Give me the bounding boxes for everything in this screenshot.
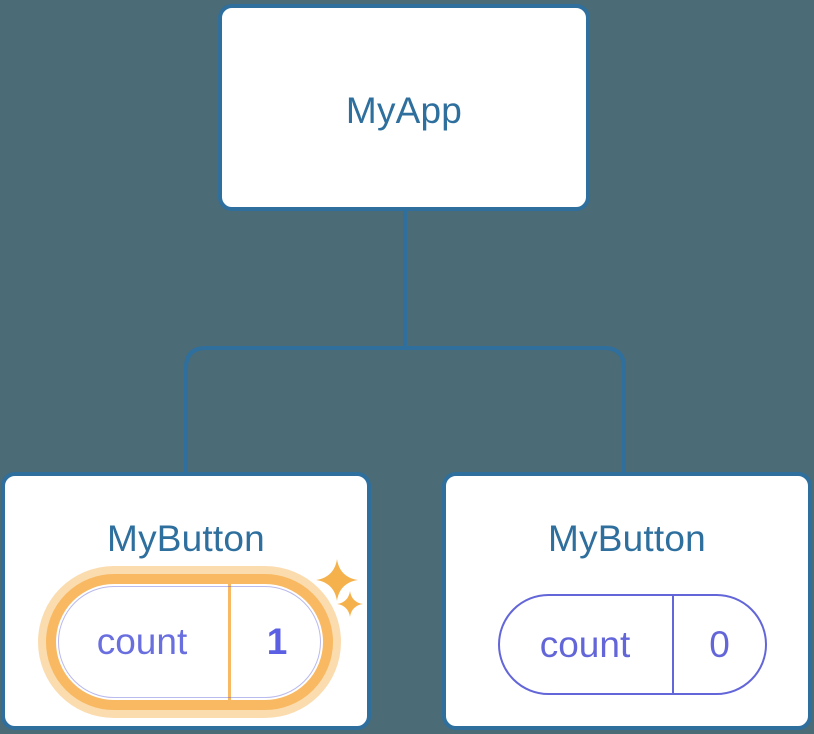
- state-chip-active[interactable]: count 1: [46, 574, 333, 710]
- component-node-child-2[interactable]: MyButton count 0: [442, 472, 812, 730]
- component-node-root-label: MyApp: [345, 90, 463, 131]
- component-node-child-1[interactable]: MyButton count 1: [1, 472, 371, 730]
- state-chip-idle-value: 0: [709, 623, 730, 665]
- state-chip-active-wrapper: count 1: [46, 574, 333, 710]
- state-chip-active-name: count: [56, 584, 231, 700]
- component-node-child-1-label: MyButton: [107, 518, 265, 559]
- state-chip-idle[interactable]: count 0: [498, 594, 767, 695]
- state-chip-active-value: 1: [266, 621, 288, 662]
- state-chip-idle-name: count: [500, 596, 674, 693]
- connector-branch-bar: [184, 346, 626, 472]
- component-node-root[interactable]: MyApp: [218, 4, 590, 211]
- component-node-child-2-label: MyButton: [548, 518, 706, 559]
